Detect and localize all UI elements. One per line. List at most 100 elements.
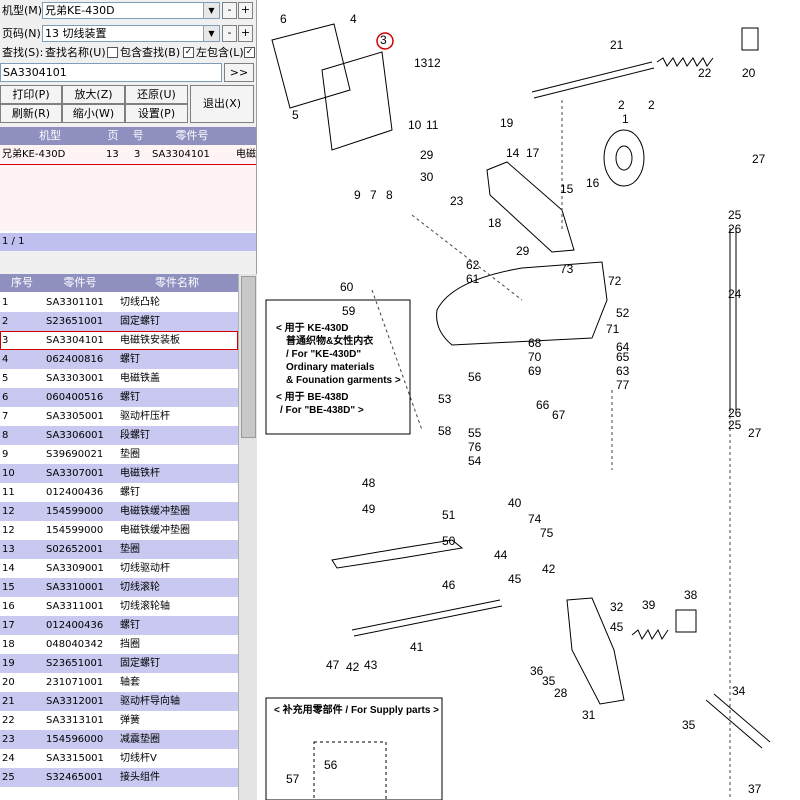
callout-number[interactable]: 14 bbox=[506, 146, 520, 160]
callout-number[interactable]: 17 bbox=[526, 146, 540, 160]
callout-number[interactable]: 45 bbox=[508, 572, 522, 586]
callout-number[interactable]: 2 bbox=[618, 98, 625, 112]
callout-number[interactable]: 39 bbox=[642, 598, 656, 612]
include-checkbox[interactable] bbox=[107, 47, 118, 58]
callout-number[interactable]: 45 bbox=[610, 620, 624, 634]
callout-number[interactable]: 49 bbox=[362, 502, 376, 516]
callout-number[interactable]: 65 bbox=[616, 350, 630, 364]
callout-number[interactable]: 3 bbox=[380, 33, 387, 47]
callout-number[interactable]: 18 bbox=[488, 216, 502, 230]
zoom-in-button[interactable]: 放大(Z) bbox=[62, 85, 125, 104]
search-name-option[interactable]: 查找名称(U) bbox=[45, 46, 106, 59]
callout-number[interactable]: 58 bbox=[438, 424, 452, 438]
callout-number[interactable]: 4 bbox=[350, 12, 357, 26]
callout-number[interactable]: 74 bbox=[528, 512, 542, 526]
callout-number[interactable]: 42 bbox=[542, 562, 556, 576]
callout-number[interactable]: 60 bbox=[340, 280, 354, 294]
callout-number[interactable]: 2 bbox=[648, 98, 655, 112]
callout-number[interactable]: 50 bbox=[442, 534, 456, 548]
callout-number[interactable]: 71 bbox=[606, 322, 620, 336]
callout-number[interactable]: 26 bbox=[728, 406, 742, 420]
callout-number[interactable]: 36 bbox=[530, 664, 544, 678]
zoom-out-button[interactable]: 缩小(W) bbox=[62, 104, 125, 123]
page-select[interactable]: 13 切线装置 ▼ bbox=[42, 25, 220, 42]
callout-number[interactable]: 32 bbox=[610, 600, 624, 614]
callout-number[interactable]: 1 bbox=[622, 112, 629, 126]
page-plus-button[interactable]: + bbox=[238, 25, 253, 42]
left-include-checkbox[interactable]: ✓ bbox=[183, 47, 194, 58]
callout-number[interactable]: 40 bbox=[508, 496, 522, 510]
callout-number[interactable]: 55 bbox=[468, 426, 482, 440]
callout-number[interactable]: 69 bbox=[528, 364, 542, 378]
callout-number[interactable]: 16 bbox=[586, 176, 600, 190]
callout-number[interactable]: 77 bbox=[616, 378, 630, 392]
callout-number[interactable]: 25 bbox=[728, 418, 742, 432]
callout-number[interactable]: 21 bbox=[610, 38, 624, 52]
callout-number[interactable]: 76 bbox=[468, 440, 482, 454]
callout-number[interactable]: 22 bbox=[698, 66, 712, 80]
search-input[interactable]: SA3304101 bbox=[0, 63, 222, 82]
callout-number[interactable]: 34 bbox=[732, 684, 746, 698]
callout-number[interactable]: 9 bbox=[354, 188, 361, 202]
callout-number[interactable]: 48 bbox=[362, 476, 376, 490]
callout-number[interactable]: 29 bbox=[516, 244, 530, 258]
callout-number[interactable]: 63 bbox=[616, 364, 630, 378]
callout-number[interactable]: 30 bbox=[420, 170, 434, 184]
model-select[interactable]: 兄弟KE-430D ▼ bbox=[42, 2, 220, 19]
chevron-down-icon[interactable]: ▼ bbox=[203, 26, 219, 41]
callout-number[interactable]: 31 bbox=[582, 708, 596, 722]
callout-number[interactable]: 7 bbox=[370, 188, 377, 202]
print-button[interactable]: 打印(P) bbox=[0, 85, 62, 104]
callout-number[interactable]: 59 bbox=[342, 304, 356, 318]
callout-number[interactable]: 61 bbox=[466, 272, 480, 286]
callout-number[interactable]: 20 bbox=[742, 66, 756, 80]
callout-number[interactable]: 56 bbox=[468, 370, 482, 384]
callout-number[interactable]: 62 bbox=[466, 258, 480, 272]
callout-number[interactable]: 72 bbox=[608, 274, 622, 288]
callout-number[interactable]: 57 bbox=[286, 772, 300, 786]
callout-number[interactable]: 66 bbox=[536, 398, 550, 412]
callout-number[interactable]: 1312 bbox=[414, 56, 441, 70]
callout-number[interactable]: 67 bbox=[552, 408, 566, 422]
callout-number[interactable]: 53 bbox=[438, 392, 452, 406]
refresh-button[interactable]: 刷新(R) bbox=[0, 104, 62, 123]
extra-checkbox[interactable]: ✓ bbox=[244, 47, 255, 58]
callout-number[interactable]: 27 bbox=[748, 426, 762, 440]
chevron-down-icon[interactable]: ▼ bbox=[203, 3, 219, 18]
page-minus-button[interactable]: - bbox=[222, 25, 237, 42]
model-plus-button[interactable]: + bbox=[238, 2, 253, 19]
callout-number[interactable]: 26 bbox=[728, 222, 742, 236]
callout-number[interactable]: 41 bbox=[410, 640, 424, 654]
restore-button[interactable]: 还原(U) bbox=[125, 85, 188, 104]
callout-number[interactable]: 75 bbox=[540, 526, 554, 540]
search-go-button[interactable]: >> bbox=[224, 63, 254, 82]
callout-number[interactable]: 28 bbox=[554, 686, 568, 700]
callout-number[interactable]: 29 bbox=[420, 148, 434, 162]
callout-number[interactable]: 5 bbox=[292, 108, 299, 122]
table-row[interactable]: 兄弟KE-430D 13 3 SA3304101 电磁 bbox=[0, 145, 256, 165]
callout-number[interactable]: 42 bbox=[346, 660, 360, 674]
callout-number[interactable]: 56 bbox=[324, 758, 338, 772]
settings-button[interactable]: 设置(P) bbox=[125, 104, 188, 123]
callout-number[interactable]: 70 bbox=[528, 350, 542, 364]
